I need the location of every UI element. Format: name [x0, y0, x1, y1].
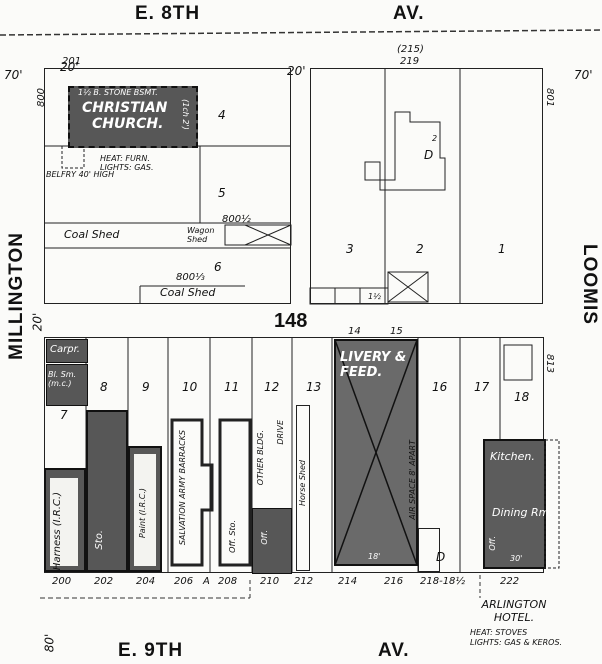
- label-off-sto: Off. Sto.: [228, 520, 237, 553]
- lot-4: 4: [218, 108, 226, 122]
- house-num-218: 218-18½: [420, 576, 466, 587]
- side-num-800-half: 800½: [222, 214, 251, 225]
- lot-14: 14: [348, 326, 361, 337]
- label-dining: Dining Rm.: [492, 506, 553, 519]
- street-e8th-av: AV.: [393, 3, 425, 24]
- house-num-212: 212: [294, 576, 314, 587]
- lot-5: 5: [218, 186, 226, 200]
- lot-3: 3: [346, 242, 354, 256]
- horse-shed: [296, 405, 310, 571]
- house-num-219: 219: [400, 56, 420, 67]
- lot-2: 2: [416, 242, 424, 256]
- church-title-1: CHRISTIAN: [82, 100, 168, 116]
- lot-12: 12: [264, 380, 280, 394]
- office-lot-12: [252, 508, 292, 574]
- street-e9th: E. 9TH: [118, 640, 184, 661]
- store-lot-8: [86, 410, 128, 572]
- house-num-208: 208: [218, 576, 238, 587]
- width-70-right: 70': [574, 68, 593, 82]
- label-air-space: AIR SPACE 8' APART: [408, 440, 417, 520]
- church-construction: 1½ B. STONE BSMT.: [78, 88, 158, 97]
- church-belfry: BELFRY 40' HIGH: [46, 170, 115, 179]
- lot-10: 10: [182, 380, 198, 394]
- stories-1half-north: 1½: [368, 292, 381, 301]
- street-e8th: E. 8TH: [135, 3, 201, 24]
- label-livery: LIVERY & FEED.: [340, 350, 407, 380]
- label-bl-sm: Bl. Sm. (m.c.): [48, 370, 77, 388]
- blacksmith-shop: [46, 364, 88, 406]
- house-num-216: 216: [384, 576, 404, 587]
- hotel-heat: HEAT: STOVES: [470, 628, 528, 637]
- lot-1: 1: [498, 242, 506, 256]
- label-thirty: 30': [510, 554, 523, 563]
- label-off2: Off.: [488, 536, 497, 551]
- label-carpr: Carpr.: [50, 344, 80, 355]
- street-e9th-av: AV.: [378, 640, 410, 661]
- lot-6: 6: [214, 260, 222, 274]
- dwelling-mark-north: D: [424, 148, 434, 162]
- house-num-222: 222: [500, 576, 520, 587]
- carpenter-shop: [46, 339, 88, 363]
- label-horse-shed: Horse Shed: [298, 460, 307, 506]
- lot-11: 11: [224, 380, 240, 394]
- paint-interior: [134, 454, 156, 566]
- hotel-name: ARLINGTON HOTEL.: [481, 598, 547, 624]
- house-num-201: 201: [62, 56, 82, 67]
- label-sto: Sto.: [94, 530, 105, 550]
- label-harness: Harness (I.R.C.): [52, 492, 63, 571]
- dwelling-mark-south: D: [436, 550, 446, 564]
- church-title-2: CHURCH.: [92, 116, 164, 132]
- house-num-200: 200: [52, 576, 72, 587]
- lot-13: 13: [306, 380, 322, 394]
- dwelling-lot-16: [418, 528, 440, 572]
- coal-shed-2: Coal Shed: [160, 286, 216, 299]
- north-west-lots: [44, 68, 291, 304]
- street-loomis: LOOMIS: [579, 244, 600, 325]
- lot-8: 8: [100, 380, 108, 394]
- side-num-800-third: 800⅓: [176, 272, 205, 283]
- christian-church: [68, 86, 198, 148]
- harness-interior: [50, 478, 78, 566]
- coal-shed-1: Coal Shed: [64, 228, 120, 241]
- side-num-813: 813: [544, 353, 556, 374]
- block-number: 148: [274, 310, 308, 332]
- house-num-210: 210: [260, 576, 280, 587]
- north-east-lots: [310, 68, 543, 304]
- lot-17: 17: [474, 380, 490, 394]
- label-other-bldg: OTHER BLDG.: [256, 430, 265, 486]
- hotel-lights: LIGHTS: GAS & KEROS.: [470, 638, 563, 647]
- width-70-left: 70': [4, 68, 23, 82]
- label-salvation: SALVATION ARMY BARRACKS: [178, 430, 187, 546]
- wagon-shed: Wagon Shed: [187, 226, 215, 244]
- house-num-214: 214: [338, 576, 358, 587]
- stories-2-north: 2: [432, 134, 438, 143]
- label-paint: Paint (I.R.C.): [138, 488, 147, 539]
- label-eighteen: 18': [368, 552, 381, 561]
- label-off: Off.: [260, 530, 269, 545]
- house-num-202: 202: [94, 576, 114, 587]
- house-num-215: (215): [397, 44, 424, 55]
- lot-15: 15: [390, 326, 403, 337]
- lot-9: 9: [142, 380, 150, 394]
- lot-18: 18: [514, 390, 530, 404]
- lot-16: 16: [432, 380, 448, 394]
- house-num-206: 206: [174, 576, 194, 587]
- church-heat: HEAT: FURN. LIGHTS: GAS.: [100, 154, 154, 172]
- label-drive: DRIVE: [276, 420, 285, 445]
- house-num-a: A: [203, 576, 210, 587]
- label-kitchen: Kitchen.: [490, 450, 535, 463]
- house-num-204: 204: [136, 576, 156, 587]
- lot-7: 7: [60, 408, 68, 422]
- width-20-top-mid: 20': [287, 64, 306, 78]
- width-20-top-left: 20': [60, 60, 79, 74]
